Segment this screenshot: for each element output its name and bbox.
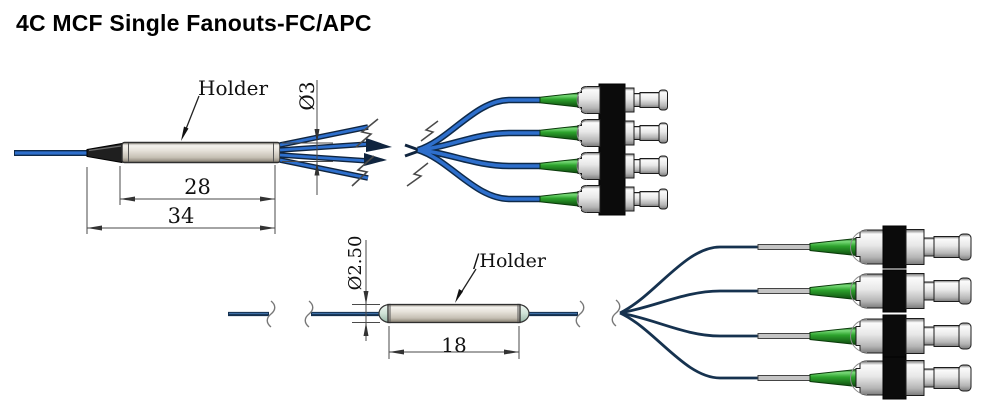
fc-apc-connector xyxy=(757,314,972,358)
dimension-arrows xyxy=(87,129,320,231)
dimension-lines xyxy=(86,80,333,234)
fc-apc-connector xyxy=(757,225,972,269)
breakout-point xyxy=(404,143,420,158)
dim-34-label: 34 xyxy=(167,204,195,228)
cable-boot xyxy=(86,142,123,164)
fc-apc-connector xyxy=(757,269,972,313)
black-adapter-bar xyxy=(598,83,626,216)
page-title: 4C MCF Single Fanouts-FC/APC xyxy=(16,10,372,36)
fanout-cables xyxy=(619,245,758,380)
dim-18-label: 18 xyxy=(441,333,467,357)
dim-diameter250-label: Ø2.50 xyxy=(345,235,366,291)
fiber-bundle xyxy=(279,124,392,181)
bottom-holder-drawing xyxy=(228,240,585,359)
fiber-cable xyxy=(228,311,578,317)
holder-label-bottom: /Holder xyxy=(473,250,546,272)
dim-28-label: 28 xyxy=(184,175,211,199)
break-symbol xyxy=(355,118,379,148)
top-holder-drawing xyxy=(14,80,392,234)
break-symbol xyxy=(420,120,439,142)
holder-capsule xyxy=(378,303,530,324)
dimension-arrows xyxy=(363,291,519,355)
fanout-cables xyxy=(416,96,540,203)
bottom-fanout-assembly xyxy=(611,225,972,400)
dim-diameter3-label: Ø3 xyxy=(295,81,319,111)
break-symbol xyxy=(351,155,375,187)
holder-leader xyxy=(455,268,477,303)
holder-leader xyxy=(181,95,200,141)
top-fanout-assembly xyxy=(404,83,668,216)
holder-cylinder xyxy=(121,141,281,164)
fc-apc-connector xyxy=(757,356,972,400)
break-symbol xyxy=(406,162,429,187)
holder-label-top: Holder xyxy=(198,76,269,100)
break-symbol xyxy=(611,299,621,327)
